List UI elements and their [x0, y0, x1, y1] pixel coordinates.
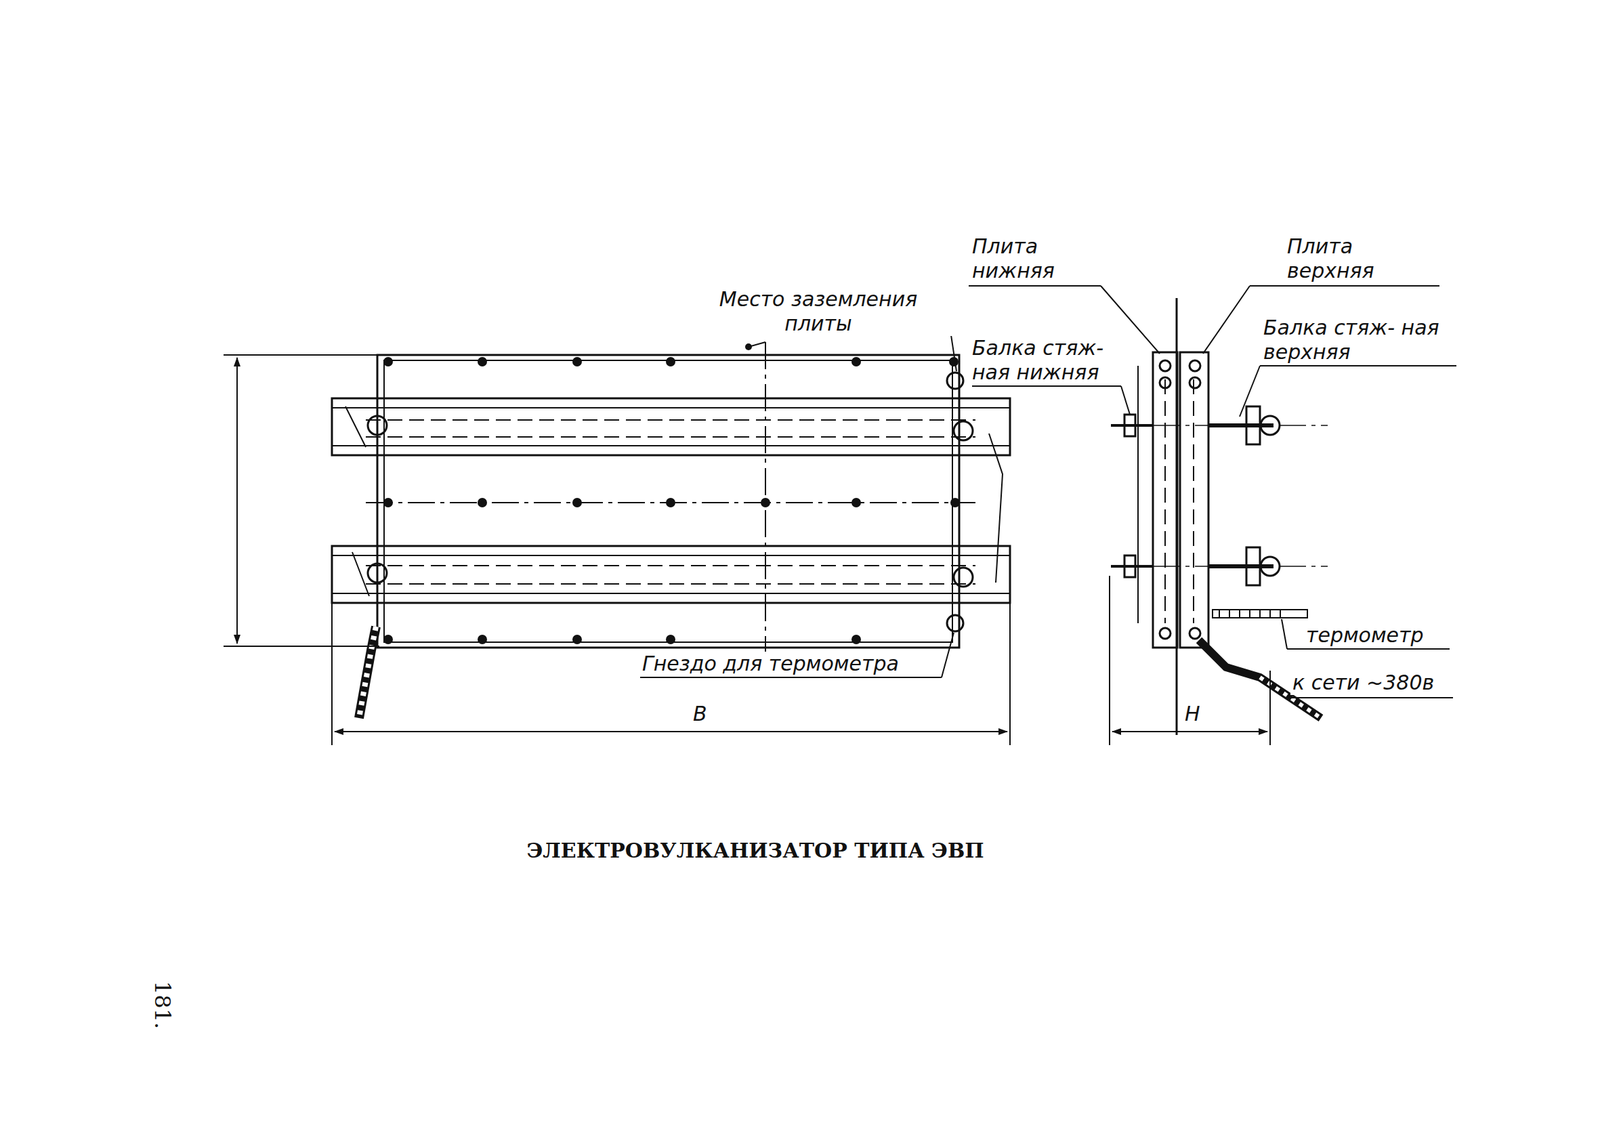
side-bolt [1189, 360, 1201, 372]
leader-underline [968, 285, 1101, 287]
bolt [851, 356, 861, 367]
bolt [949, 356, 959, 367]
leader-line [748, 342, 766, 347]
beam-flange [331, 554, 1010, 557]
bolt [572, 497, 582, 508]
part-label: Плита нижняя [970, 234, 1110, 284]
leader-underline [1283, 285, 1440, 287]
extension-line [1269, 670, 1271, 746]
leader-underline [1287, 648, 1450, 650]
hidden-line [365, 436, 976, 438]
dimension-label: В [690, 701, 710, 727]
leader-line [1239, 365, 1260, 417]
part-label: термометр [1303, 623, 1426, 648]
bolt [572, 356, 582, 367]
extension-line [223, 354, 380, 356]
leader-underline [972, 385, 1122, 387]
dimension-line [236, 357, 238, 644]
tie-bolt [367, 563, 387, 583]
hidden-line [1192, 379, 1195, 624]
side-bolt [1159, 377, 1171, 389]
ground-screw [946, 372, 964, 389]
beam-flange [331, 407, 1010, 409]
bolt [760, 497, 771, 508]
dimension-line [334, 730, 1008, 733]
thermometer-socket [946, 615, 964, 632]
hidden-line [365, 583, 976, 585]
dimension-label: Н [1182, 701, 1203, 727]
bolt [665, 497, 676, 508]
plate-lower-side [1152, 352, 1178, 648]
bolt-row [383, 343, 960, 645]
tie-bolt [953, 421, 973, 441]
bolt [383, 356, 393, 367]
center-line [1110, 424, 1328, 427]
side-bolt [1189, 377, 1201, 389]
part-label: Гнездо для термометра [640, 651, 901, 677]
center-line [1110, 565, 1328, 567]
bolt [665, 356, 676, 367]
thermometer [1212, 609, 1308, 618]
part-label: Балка стяж- ная верхняя [1261, 315, 1462, 365]
beam-flange [331, 445, 1010, 447]
bolt [477, 497, 488, 508]
leader-line [1249, 285, 1284, 287]
leader-line [1281, 619, 1288, 649]
bolt [665, 634, 676, 645]
clamp [988, 433, 1003, 583]
leader-line [1121, 386, 1130, 415]
bolt [477, 356, 488, 367]
hidden-line [1164, 379, 1166, 624]
cable [359, 626, 376, 719]
leader-underline [1259, 365, 1457, 367]
plate-inner [384, 360, 953, 643]
bolt [383, 634, 393, 645]
ground-label: Место заземления плиты [684, 287, 953, 336]
tie-bolt [953, 567, 973, 587]
beam-lower [331, 545, 1010, 603]
side-bolt [1159, 627, 1171, 639]
side-bolt [1159, 360, 1171, 372]
beam-flange [331, 592, 1010, 595]
page-number: 181. [150, 978, 175, 1031]
hidden-line [365, 564, 976, 567]
supply-label: к сети ~380в [1290, 670, 1437, 696]
leader-line [941, 632, 954, 678]
clamp [345, 406, 370, 597]
cable-hatch [359, 626, 376, 719]
hidden-line [365, 419, 976, 421]
part-label: Балка стяж- ная нижняя [970, 335, 1130, 385]
side-bolt [1189, 627, 1201, 639]
leader-underline [640, 676, 942, 679]
extension-line [1108, 575, 1111, 746]
extension-line [1009, 602, 1011, 746]
extension-line [331, 602, 333, 746]
bolt [950, 497, 960, 508]
thermometer-scale [1219, 609, 1281, 618]
caption: ЭЛЕКТРОВУЛКАНИЗАТОР ТИПА ЭВП [526, 838, 984, 863]
part-label: Плита верхняя [1285, 234, 1445, 284]
dimension-line [1112, 730, 1268, 733]
leader-underline [1287, 697, 1454, 699]
tie-bolt [367, 415, 387, 435]
bolt [572, 634, 582, 645]
plate-upper-side [1180, 352, 1209, 648]
bolt [851, 497, 861, 508]
bolt [383, 497, 393, 508]
beam-upper [331, 398, 1010, 456]
bolt [851, 634, 861, 645]
leader-line [1203, 285, 1250, 354]
bolt [477, 634, 488, 645]
extension-line [223, 645, 380, 647]
beam-web [1137, 365, 1139, 624]
